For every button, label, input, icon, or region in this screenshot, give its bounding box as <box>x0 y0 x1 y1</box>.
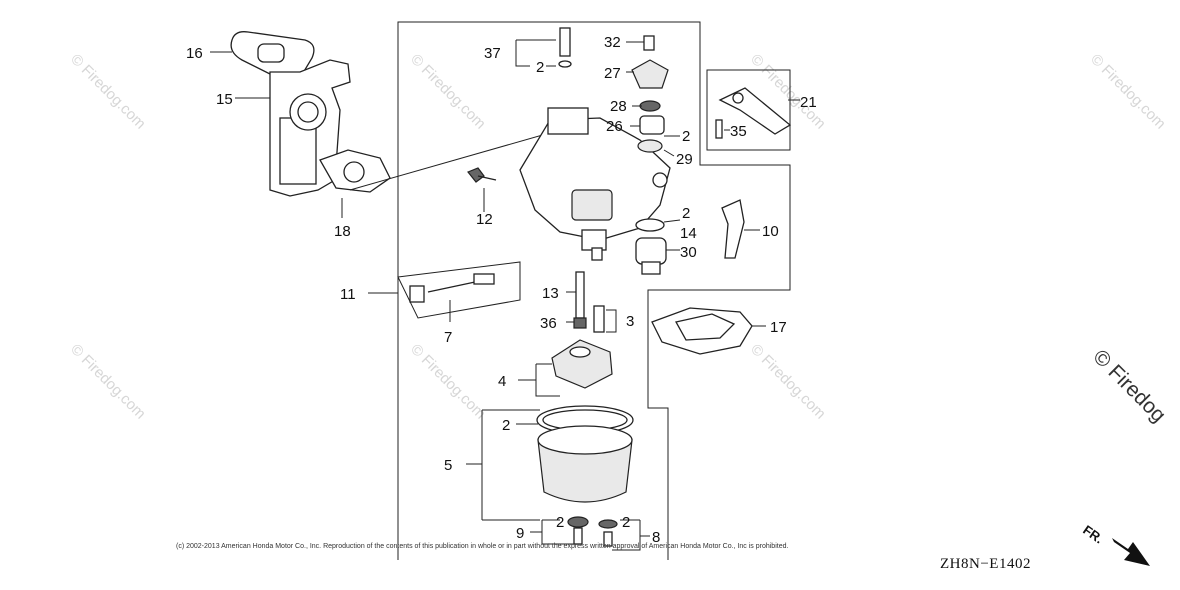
nozzle-13 <box>575 271 585 319</box>
gasket-17 <box>651 307 753 355</box>
watermark: © Firedog.com <box>747 341 829 423</box>
leader-18-frame <box>349 129 561 191</box>
washer-28 <box>639 100 661 112</box>
carburetor-body <box>519 107 671 261</box>
leader-lines <box>210 39 800 551</box>
callout-3: 3 <box>626 313 634 330</box>
bracket-plate-15 <box>269 59 351 197</box>
watermark: © Firedog.com <box>67 341 149 423</box>
callout-27: 27 <box>604 65 621 82</box>
callout-35: 35 <box>730 123 747 140</box>
callout-17: 17 <box>770 319 787 336</box>
callout-9: 9 <box>516 525 524 542</box>
cover-27 <box>631 59 669 89</box>
callout-2: 2 <box>536 59 544 76</box>
callout-2: 2 <box>502 417 510 434</box>
callout-30: 30 <box>680 244 697 261</box>
callout-37: 37 <box>484 45 501 62</box>
front-direction-arrow-icon <box>1112 538 1150 566</box>
callout-8: 8 <box>652 529 660 546</box>
callout-2: 2 <box>682 128 690 145</box>
callout-16: 16 <box>186 45 203 62</box>
gasket-16 <box>230 31 315 82</box>
watermark: © Firedog.com <box>407 341 489 423</box>
callout-4: 4 <box>498 373 506 390</box>
callout-5: 5 <box>444 457 452 474</box>
float-4 <box>551 339 613 389</box>
subassembly-frame-21 <box>706 69 791 151</box>
gasket-14 <box>635 218 665 232</box>
callout-15: 15 <box>216 91 233 108</box>
gasket-18 <box>319 149 391 193</box>
screw-12 <box>467 167 497 183</box>
watermark-large: © Firedog <box>1088 345 1170 427</box>
front-direction-indicator: FR. <box>1080 522 1150 566</box>
callout-12: 12 <box>476 211 493 228</box>
bolt-9 <box>567 516 589 545</box>
cap-26 <box>639 115 665 135</box>
bracket-11 <box>397 261 521 319</box>
watermark: © Firedog.com <box>407 51 489 133</box>
pin-35 <box>715 119 723 139</box>
callout-2: 2 <box>622 514 630 531</box>
callout-32: 32 <box>604 34 621 51</box>
float-chamber-5 <box>537 425 633 503</box>
pilot-screw-7 <box>409 273 495 303</box>
screw-37 <box>558 27 572 68</box>
callout-36: 36 <box>540 315 557 332</box>
callout-2: 2 <box>682 205 690 222</box>
callout-10: 10 <box>762 223 779 240</box>
jet-36 <box>573 317 587 329</box>
callout-2: 2 <box>556 514 564 531</box>
lever-21 <box>718 87 792 135</box>
direction-label: FR. <box>1080 522 1106 546</box>
watermark: © Firedog.com <box>1087 51 1169 133</box>
callout-7: 7 <box>444 329 452 346</box>
callout-18: 18 <box>334 223 351 240</box>
diagram-code: ZH8N−E1402 <box>940 556 1031 572</box>
watermark: © Firedog.com <box>67 51 149 133</box>
gasket-29 <box>637 139 663 153</box>
screw-3 <box>593 305 605 333</box>
callout-29: 29 <box>676 151 693 168</box>
valve-30 <box>635 237 667 275</box>
callout-28: 28 <box>610 98 627 115</box>
drain-screw-8 <box>598 519 618 547</box>
callout-13: 13 <box>542 285 559 302</box>
callout-labels: 37 2 32 27 28 26 2 29 21 35 16 15 18 12 … <box>186 34 817 546</box>
assembly-frame <box>397 21 791 560</box>
callout-26: 26 <box>606 118 623 135</box>
copyright-notice: (c) 2002-2013 American Honda Motor Co., … <box>176 543 788 550</box>
callout-11: 11 <box>340 286 356 303</box>
lever-10 <box>721 199 745 259</box>
screw-32 <box>643 35 655 51</box>
callout-21: 21 <box>800 94 817 111</box>
callout-14: 14 <box>680 225 697 242</box>
